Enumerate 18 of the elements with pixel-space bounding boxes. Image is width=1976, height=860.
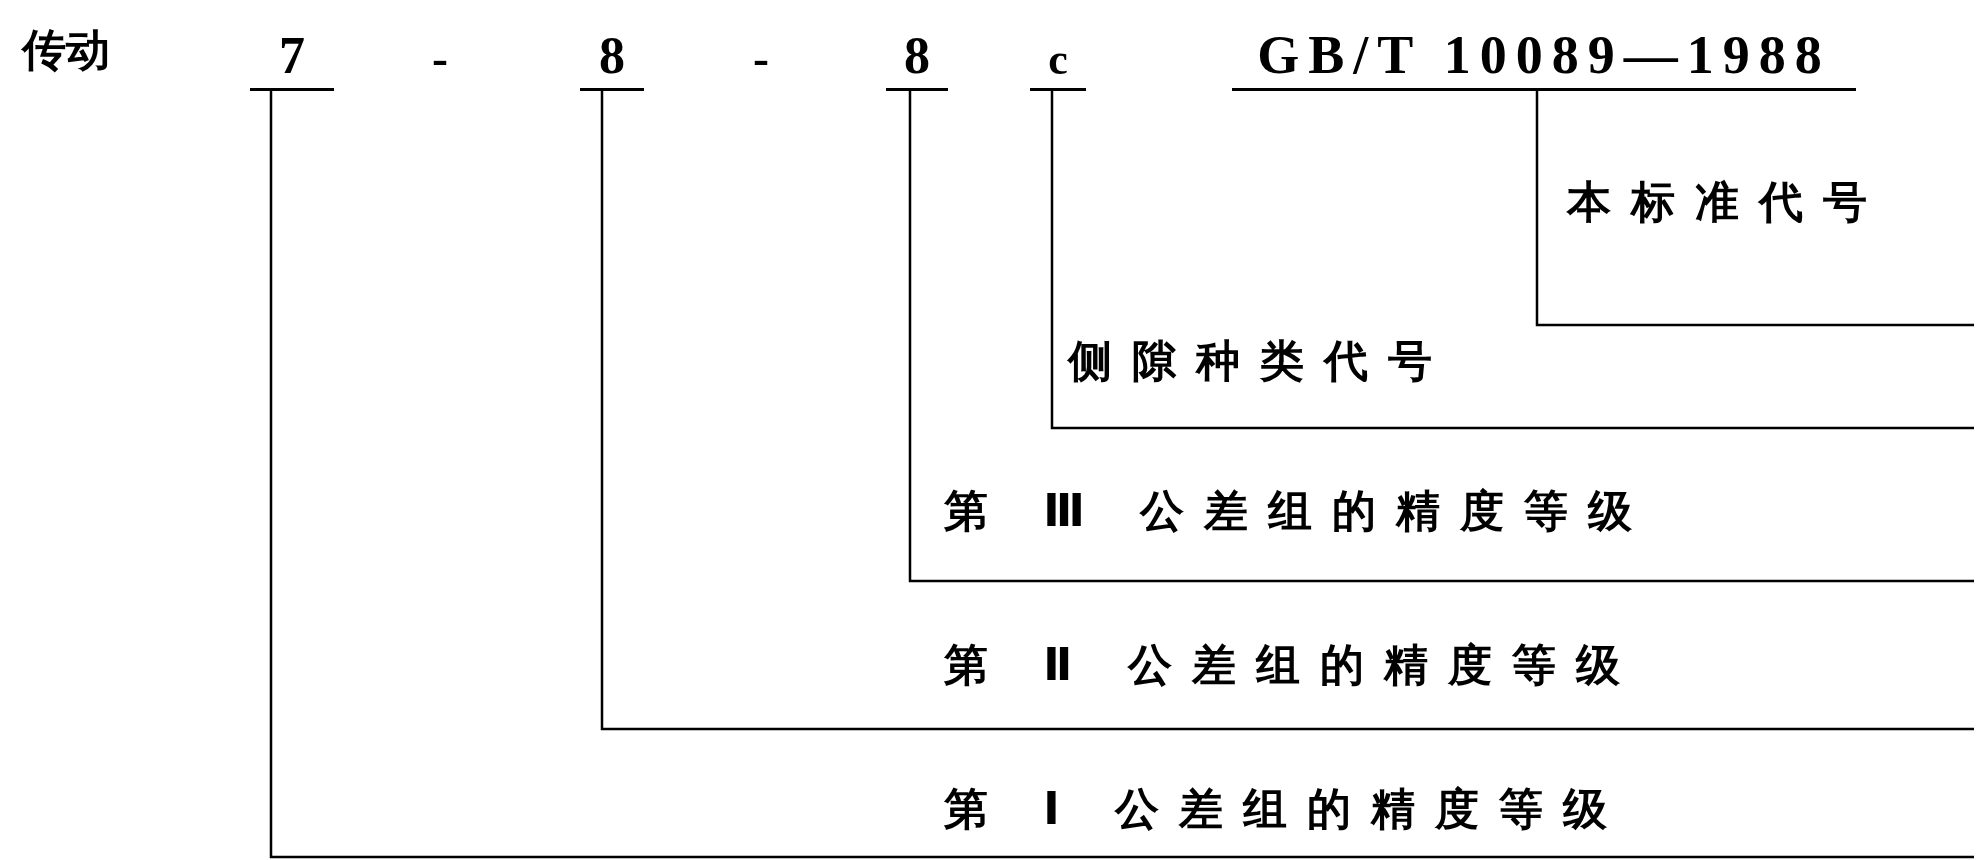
code-segment: 8: [886, 28, 948, 91]
explanation-text: 侧隙种类代号: [1068, 336, 1452, 428]
explanation-text: 第 Ⅰ 公差组的精度等级: [944, 784, 1627, 857]
leader-line: [908, 91, 1976, 583]
explanation-text: 第 Ⅱ 公差组的精度等级: [944, 640, 1640, 729]
code-segment: 8: [580, 28, 644, 91]
explanation-text: 第 Ⅲ 公差组的精度等级: [944, 486, 1653, 581]
code-prefix: 传动: [22, 28, 110, 72]
separator-dash: -: [432, 34, 448, 82]
code-segment: GB/T 10089—1988: [1232, 28, 1856, 91]
code-segment: c: [1030, 28, 1086, 91]
separator-dash: -: [753, 34, 769, 82]
leader-line: [1050, 91, 1976, 430]
explanation-text: 本标准代号: [1567, 177, 1887, 325]
code-segment: 7: [250, 28, 334, 91]
leader-line: [269, 91, 1976, 859]
leader-line: [1535, 91, 1976, 327]
leader-line: [600, 91, 1976, 731]
